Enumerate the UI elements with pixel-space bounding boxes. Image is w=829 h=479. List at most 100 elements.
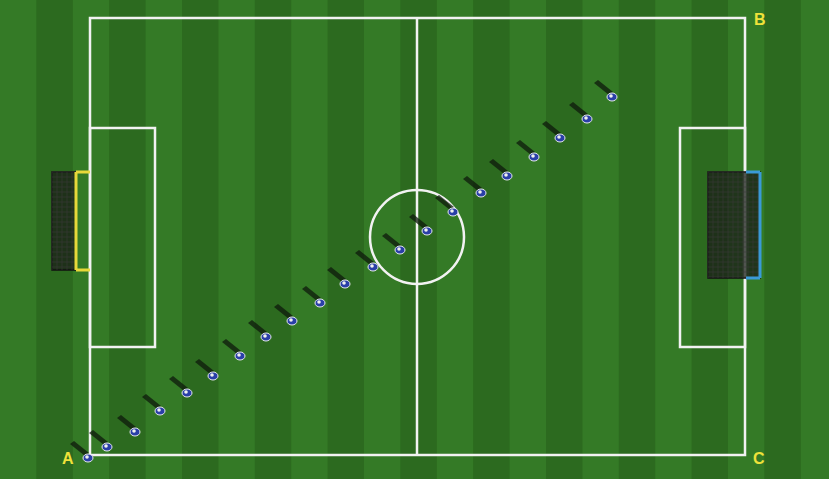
player-head xyxy=(289,318,293,322)
player-body xyxy=(130,428,140,436)
player-head xyxy=(450,209,454,213)
player-head xyxy=(263,334,267,338)
centre-circle xyxy=(370,190,464,284)
player xyxy=(302,286,325,307)
grass-stripe xyxy=(218,0,255,479)
net-mesh xyxy=(52,172,76,270)
player xyxy=(169,376,192,397)
player-body xyxy=(582,115,592,123)
goal xyxy=(708,172,760,278)
player-body xyxy=(155,407,165,415)
goal-post xyxy=(76,171,90,174)
player xyxy=(569,102,592,123)
touchline xyxy=(90,18,745,455)
player-head xyxy=(609,94,613,98)
goal-post xyxy=(746,277,760,280)
player-body xyxy=(315,299,325,307)
player-head xyxy=(85,455,89,459)
player-body xyxy=(102,443,112,451)
player-head xyxy=(397,247,401,251)
player-body xyxy=(340,280,350,288)
grass-stripe xyxy=(146,0,183,479)
corner-label: B xyxy=(754,12,766,28)
player-head xyxy=(557,135,561,139)
player xyxy=(89,430,112,451)
players xyxy=(70,80,617,462)
player-body xyxy=(555,134,565,142)
grass-stripe xyxy=(582,0,619,479)
goal xyxy=(52,172,90,270)
player xyxy=(409,214,432,235)
player-head xyxy=(317,300,321,304)
goal-net xyxy=(52,172,76,270)
grass-stripe xyxy=(291,0,328,479)
grass-stripe xyxy=(0,0,37,479)
player-body xyxy=(529,153,539,161)
player-head xyxy=(478,190,482,194)
grass-stripe xyxy=(255,0,292,479)
grass-stripe xyxy=(655,0,692,479)
player xyxy=(516,140,539,161)
goal-post xyxy=(76,269,90,272)
grass-stripe xyxy=(546,0,583,479)
grass-stripe xyxy=(801,0,829,479)
player-head xyxy=(184,390,188,394)
grass-stripe xyxy=(619,0,656,479)
player-body xyxy=(607,93,617,101)
net-mesh xyxy=(708,172,760,278)
player-head xyxy=(424,228,428,232)
player-body xyxy=(368,263,378,271)
goal-post xyxy=(759,172,762,278)
player-head xyxy=(132,429,136,433)
player-head xyxy=(342,281,346,285)
grass-stripe xyxy=(328,0,365,479)
player-body xyxy=(448,208,458,216)
goal-net xyxy=(708,172,760,278)
halfway-line xyxy=(416,18,419,455)
player-body xyxy=(235,352,245,360)
grass-stripe xyxy=(437,0,474,479)
player-body xyxy=(476,189,486,197)
goal-post xyxy=(746,171,760,174)
grass-stripe xyxy=(109,0,146,479)
player xyxy=(382,233,405,254)
player-head xyxy=(104,444,108,448)
player xyxy=(248,320,271,341)
player xyxy=(327,267,350,288)
player-body xyxy=(395,246,405,254)
player xyxy=(594,80,617,101)
penalty-box xyxy=(90,128,155,347)
player xyxy=(542,121,565,142)
player-head xyxy=(504,173,508,177)
player-head xyxy=(584,116,588,120)
player xyxy=(195,359,218,380)
player-head xyxy=(157,408,161,412)
player-head xyxy=(210,373,214,377)
corner-label: A xyxy=(62,451,74,467)
player-head xyxy=(531,154,535,158)
player-body xyxy=(422,227,432,235)
player xyxy=(435,195,458,216)
grass-stripe xyxy=(510,0,547,479)
player xyxy=(222,339,245,360)
player-body xyxy=(182,389,192,397)
grass-stripe xyxy=(182,0,219,479)
player-body xyxy=(261,333,271,341)
corner-label: C xyxy=(753,451,765,467)
player-body xyxy=(502,172,512,180)
player xyxy=(355,250,378,271)
grass-stripe xyxy=(764,0,801,479)
player-head xyxy=(370,264,374,268)
player-body xyxy=(287,317,297,325)
player xyxy=(489,159,512,180)
player-head xyxy=(237,353,241,357)
grass-stripe xyxy=(473,0,510,479)
player xyxy=(142,394,165,415)
player xyxy=(117,415,140,436)
goal-post xyxy=(75,172,78,270)
player-body xyxy=(208,372,218,380)
player xyxy=(463,176,486,197)
